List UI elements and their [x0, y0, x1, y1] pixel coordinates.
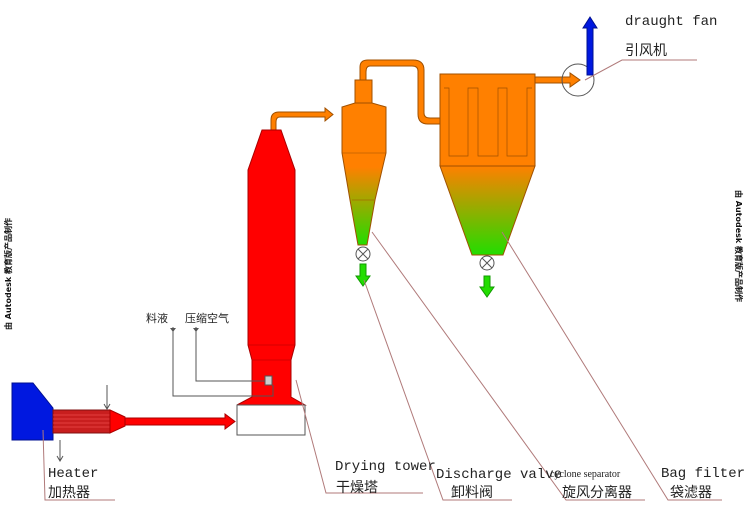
arrow-down-icon [56, 455, 64, 462]
label-drying-tower-cn: 干燥塔 [336, 480, 378, 496]
label-draught-fan: draught fan [625, 14, 717, 30]
atomizer-nozzle [264, 375, 273, 386]
label-feed-liquid: 料液 [146, 311, 168, 325]
label-compressed-air: 压缩空气 [185, 311, 229, 325]
label-heater: Heater [48, 466, 98, 482]
discharge-arrow-icon [355, 263, 371, 287]
label-cyclone-separator: cyclone separator [550, 469, 621, 480]
draught-fan [534, 16, 598, 97]
tower-outlet-pipe [270, 106, 334, 131]
rotary-valve-icon [355, 246, 371, 262]
drying-tower [236, 106, 334, 436]
exhaust-arrow-icon [582, 16, 598, 76]
heater [11, 382, 236, 462]
label-discharge-valve: Discharge valve [436, 467, 562, 483]
label-cyclone-separator-cn: 旋风分离器 [562, 484, 632, 501]
hot-air-pipe-arrow [124, 413, 236, 430]
bag-filter [439, 73, 536, 298]
arrow-down-icon [103, 403, 111, 410]
label-draught-fan-cn: 引风机 [625, 43, 667, 59]
cyclone-separator [341, 59, 441, 287]
watermark-left: 由 Autodesk 教育版产品制作 [3, 218, 13, 330]
watermark-right: 由 Autodesk 教育版产品制作 [734, 190, 744, 302]
label-bag-filter-cn: 袋滤器 [670, 485, 712, 501]
label-heater-cn: 加热器 [48, 485, 90, 501]
rotary-valve-icon [479, 255, 495, 271]
label-discharge-valve-cn: 卸料阀 [451, 485, 493, 501]
label-drying-tower: Drying tower [335, 459, 436, 475]
label-bag-filter: Bag filter [661, 466, 745, 482]
discharge-arrow-icon [479, 275, 495, 298]
